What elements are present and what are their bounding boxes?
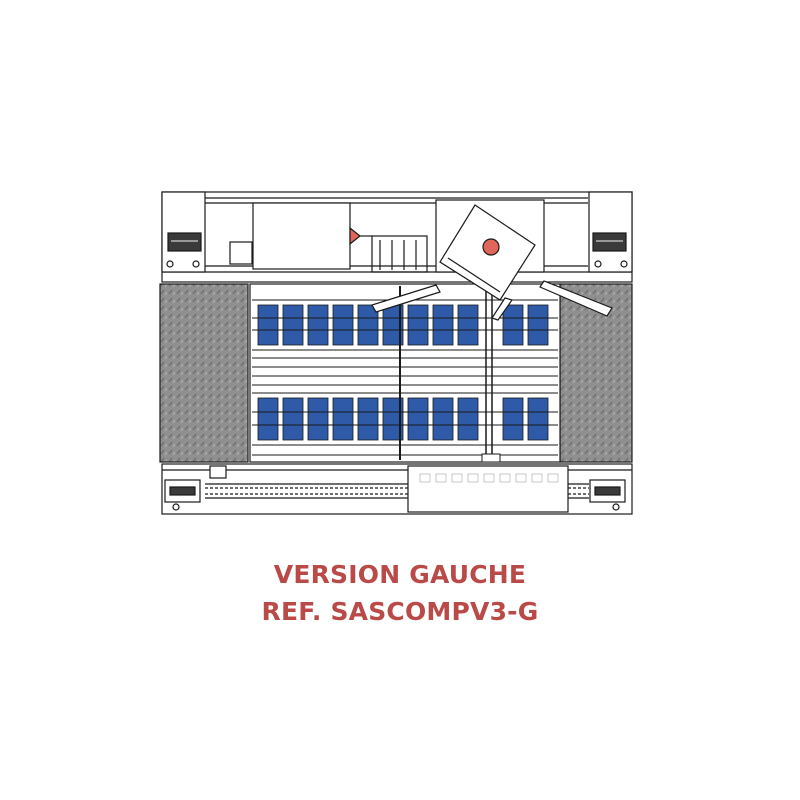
floor-cells-upper [257,304,549,346]
top-frame [161,191,633,283]
turnstile-rotor [371,199,613,321]
corner-post-top-right [588,191,633,273]
version-caption: VERSION GAUCHE [273,560,527,589]
reference-caption: REF. SASCOMPV3-G [261,597,539,626]
corner-post-top-left [161,191,206,273]
tread-plate-right [559,283,633,463]
tread-plate-left [159,283,249,463]
control-box [252,202,351,270]
floor-cells-lower [257,397,549,441]
